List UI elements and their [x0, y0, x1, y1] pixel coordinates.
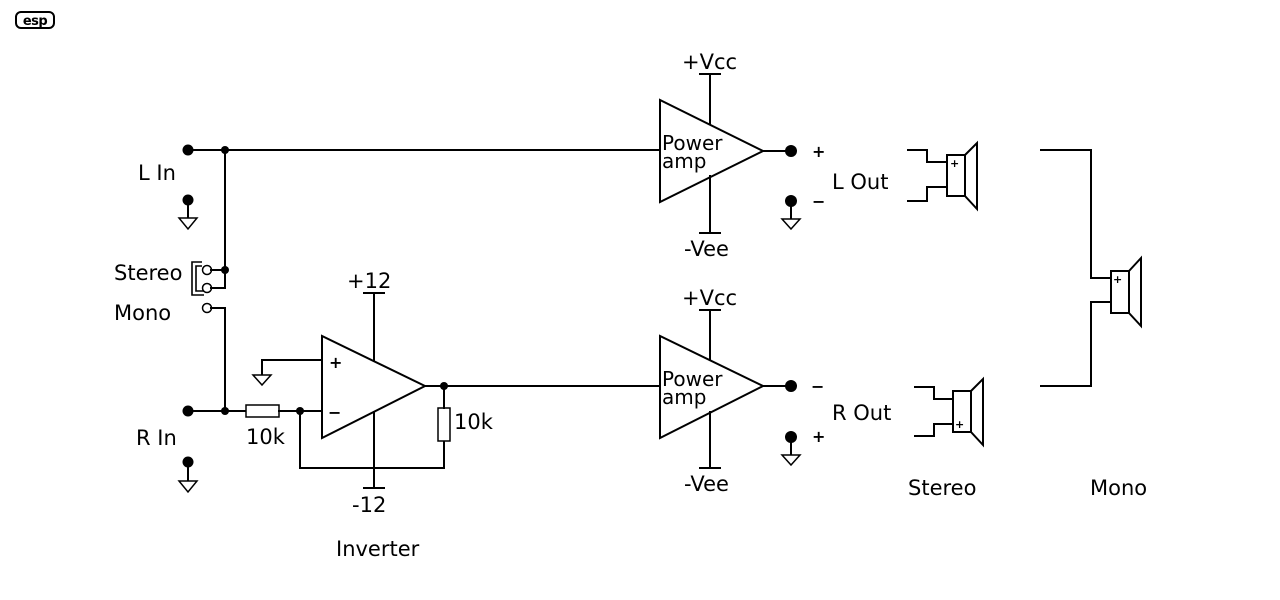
right-junction-dot	[221, 407, 229, 415]
speaker-plus-sign: +	[955, 418, 964, 431]
left-out-plus-terminal[interactable]	[785, 145, 797, 157]
left-out-bottom-sign: −	[812, 192, 825, 211]
opamp-plus-sign: +	[329, 353, 342, 372]
opamp-minus-sign: −	[328, 403, 341, 422]
stereo-caption: Stereo	[908, 476, 976, 500]
ground-icon	[177, 217, 199, 231]
power-amp-right: Power amp +Vcc -Vee − + R Out	[659, 286, 891, 496]
inverter-label: Inverter	[336, 537, 420, 561]
ground-icon	[251, 374, 273, 387]
speaker-left: +	[907, 140, 978, 212]
esp-logo: esp	[15, 11, 55, 29]
power-amp-line2: amp	[662, 385, 706, 409]
power-amp-line1: Power	[662, 367, 723, 391]
feedback-wire	[299, 410, 445, 469]
power-amp-triangle	[659, 334, 766, 440]
feedback-resistor	[437, 407, 451, 442]
switch-actuator[interactable]	[191, 261, 204, 296]
left-input: L In	[138, 144, 661, 271]
inverter-stage: 10k 10k + − +12 -12 Inverter	[245, 269, 661, 561]
speaker-plus-sign: +	[950, 157, 959, 170]
positive-supply-label: +12	[347, 269, 391, 293]
right-out-label: R Out	[832, 401, 891, 425]
vcc-label: +Vcc	[682, 50, 737, 74]
input-resistor	[245, 404, 280, 418]
right-input: R In	[136, 405, 247, 494]
input-resistor-value: 10k	[246, 425, 286, 449]
speaker-right: +	[914, 376, 984, 448]
left-out-top-sign: +	[812, 142, 825, 161]
power-amp-triangle	[659, 98, 766, 204]
switch-stereo-label: Stereo	[114, 261, 182, 285]
speaker-plus-sign: +	[1113, 273, 1122, 286]
logo-text: esp	[23, 14, 48, 29]
left-input-label: L In	[138, 161, 176, 185]
mono-to-right-wire	[210, 307, 226, 412]
vcc-label: +Vcc	[682, 286, 737, 310]
power-amp-left: Power amp +Vcc -Vee + − L Out	[659, 50, 888, 261]
right-out-top-sign: −	[811, 377, 824, 396]
ground-icon	[177, 480, 199, 494]
stereo-mono-switch[interactable]: Stereo Mono	[114, 261, 229, 412]
vee-label: -Vee	[684, 237, 729, 261]
power-amp-line1: Power	[662, 131, 723, 155]
switch-mono-label: Mono	[114, 301, 171, 325]
ground-icon	[780, 218, 802, 231]
mono-caption: Mono	[1090, 476, 1147, 500]
left-out-label: L Out	[832, 170, 888, 194]
ground-icon	[780, 454, 802, 467]
feedback-resistor-value: 10k	[454, 410, 494, 434]
right-out-bottom-sign: +	[812, 427, 825, 446]
power-amp-line2: amp	[662, 149, 706, 173]
negative-supply-label: -12	[352, 493, 386, 517]
right-input-label: R In	[136, 426, 177, 450]
right-out-minus-terminal[interactable]	[785, 380, 797, 392]
vee-label: -Vee	[684, 472, 729, 496]
speaker-mono: +	[1040, 149, 1142, 387]
